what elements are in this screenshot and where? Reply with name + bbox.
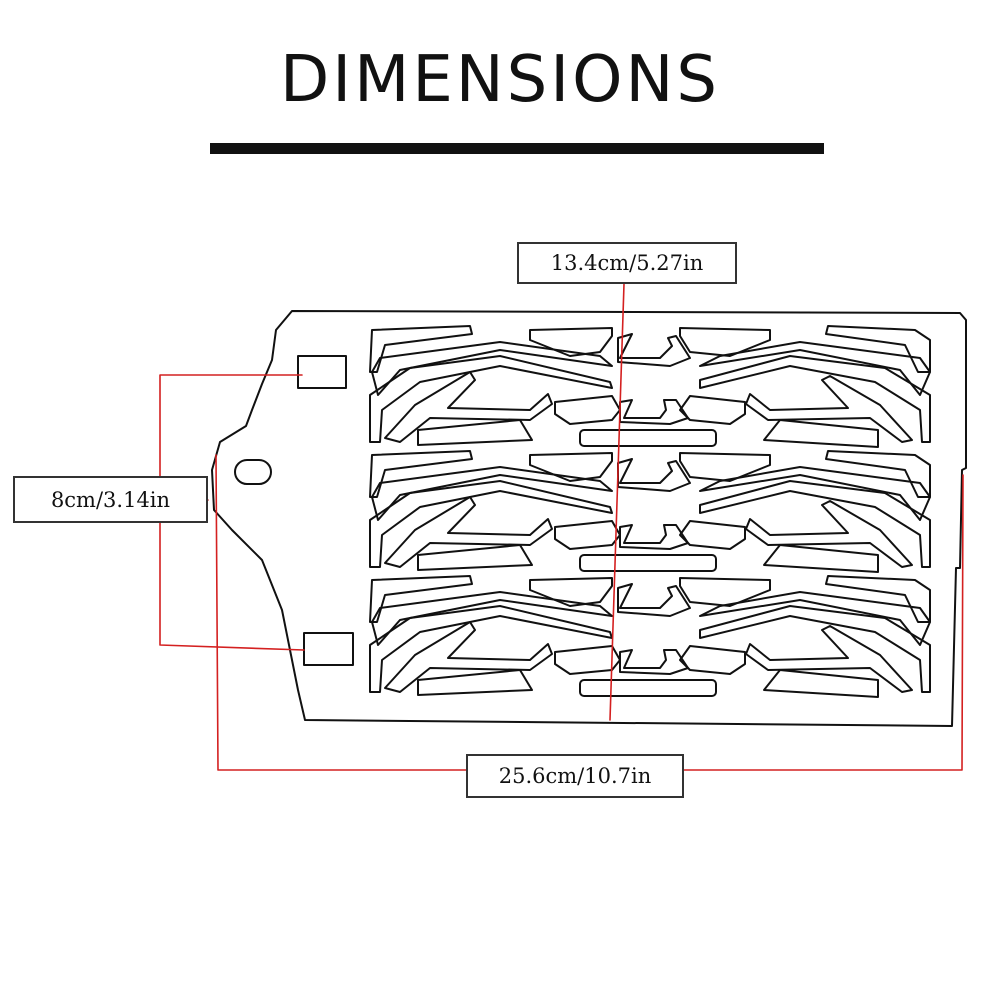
page-title: DIMENSIONS (279, 43, 721, 117)
grille-pattern (369, 325, 931, 698)
width-dimension-line (215, 454, 467, 771)
mounting-tab-top (297, 355, 347, 389)
center-dimension-line (609, 283, 625, 721)
mounting-slot (234, 459, 272, 485)
plate-outline (211, 310, 967, 727)
height-dimension-label: 8cm/3.14in (13, 476, 208, 523)
center-dimension-label: 13.4cm/5.27in (517, 242, 737, 284)
title-underline (210, 143, 824, 154)
width-dimension-label: 25.6cm/10.7in (466, 754, 684, 798)
grille-band (369, 325, 931, 448)
mounting-tab-bottom (303, 632, 354, 666)
